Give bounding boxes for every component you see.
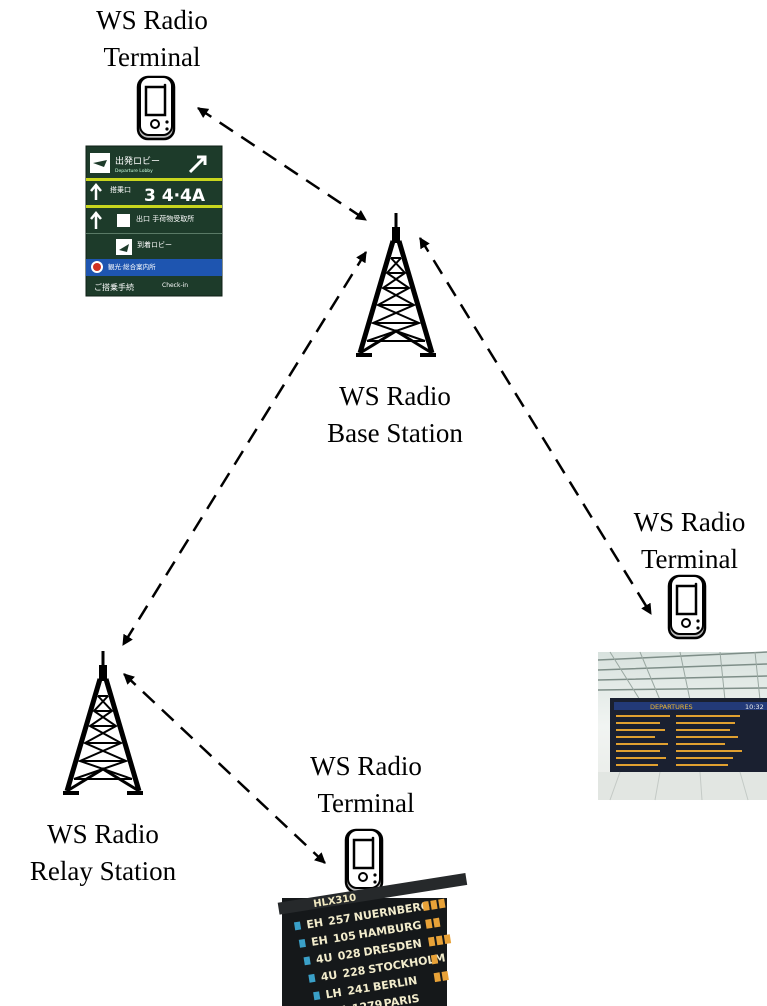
svg-text:105: 105 xyxy=(332,929,357,945)
label-line1: WS Radio xyxy=(96,5,208,35)
tower-icon xyxy=(356,213,436,355)
svg-text:EH: EH xyxy=(306,916,325,931)
handheld-terminal-icon xyxy=(344,828,384,894)
svg-text:257: 257 xyxy=(327,912,352,928)
svg-text:1279: 1279 xyxy=(351,998,383,1006)
svg-text:EH: EH xyxy=(310,933,329,948)
handheld-terminal-icon xyxy=(136,75,176,141)
photo-departures-board: DEPARTURES 10:32 xyxy=(597,651,767,801)
sign-row1-jp: 出発ロビー xyxy=(115,155,160,167)
label-line1: WS Radio xyxy=(339,381,451,411)
svg-text:LH: LH xyxy=(325,986,343,1001)
label-relay-station: WS Radio Relay Station xyxy=(6,816,200,890)
sign-row3-jp: 出口 手荷物受取所 xyxy=(136,214,194,223)
link-base-to-right-terminal xyxy=(418,237,653,615)
svg-text:241: 241 xyxy=(346,981,371,997)
photo-airport-signboard: 出発ロビー Departure Lobby 搭乗口 3 4·4A 出口 手荷物受… xyxy=(85,145,223,297)
sign-row6-en: Check-in xyxy=(162,282,188,289)
svg-text:4U: 4U xyxy=(320,968,338,983)
label-line2: Terminal xyxy=(103,42,201,72)
link-terminal-to-base xyxy=(197,106,367,222)
sign-row2-gates: 3 4·4A xyxy=(144,186,206,206)
sign-row1-en: Departure Lobby xyxy=(115,168,153,174)
svg-text:028: 028 xyxy=(337,946,362,962)
svg-text:LH: LH xyxy=(329,1003,347,1006)
label-line2: Base Station xyxy=(327,418,463,448)
link-relay-to-bottom-terminal xyxy=(123,673,326,864)
handheld-terminal-icon xyxy=(667,574,707,640)
photo-split-flap-board: HLX310 EH 257 NUERNBERG EH 105 HAMBURG 4… xyxy=(277,873,468,1006)
label-terminal-top-left: WS Radio Terminal xyxy=(72,2,232,76)
label-line2: Terminal xyxy=(640,544,739,574)
sign-row2-jp: 搭乗口 xyxy=(110,185,131,194)
label-line1: WS Radio xyxy=(47,819,159,849)
board-time: 10:32 xyxy=(745,703,764,711)
board-header: DEPARTURES xyxy=(650,703,693,711)
svg-text:PARIS: PARIS xyxy=(383,992,421,1006)
tower-icon xyxy=(63,651,143,793)
sign-row6-jp: ご搭乗手続 xyxy=(94,282,134,292)
label-line1: WS Radio xyxy=(310,751,422,781)
label-terminal-bottom: WS Radio Terminal xyxy=(286,748,446,822)
sign-row5-jp: 観光·総合案内所 xyxy=(108,262,156,271)
label-base-station: WS Radio Base Station xyxy=(300,378,490,452)
svg-text:228: 228 xyxy=(342,964,367,980)
svg-text:4U: 4U xyxy=(315,951,333,966)
label-line1: WS Radio xyxy=(633,507,746,537)
label-line2: Relay Station xyxy=(29,856,177,886)
label-terminal-right: WS Radio Terminal xyxy=(612,504,767,578)
sign-row4-jp: 到着ロビー xyxy=(137,240,172,249)
label-line2: Terminal xyxy=(317,788,415,818)
